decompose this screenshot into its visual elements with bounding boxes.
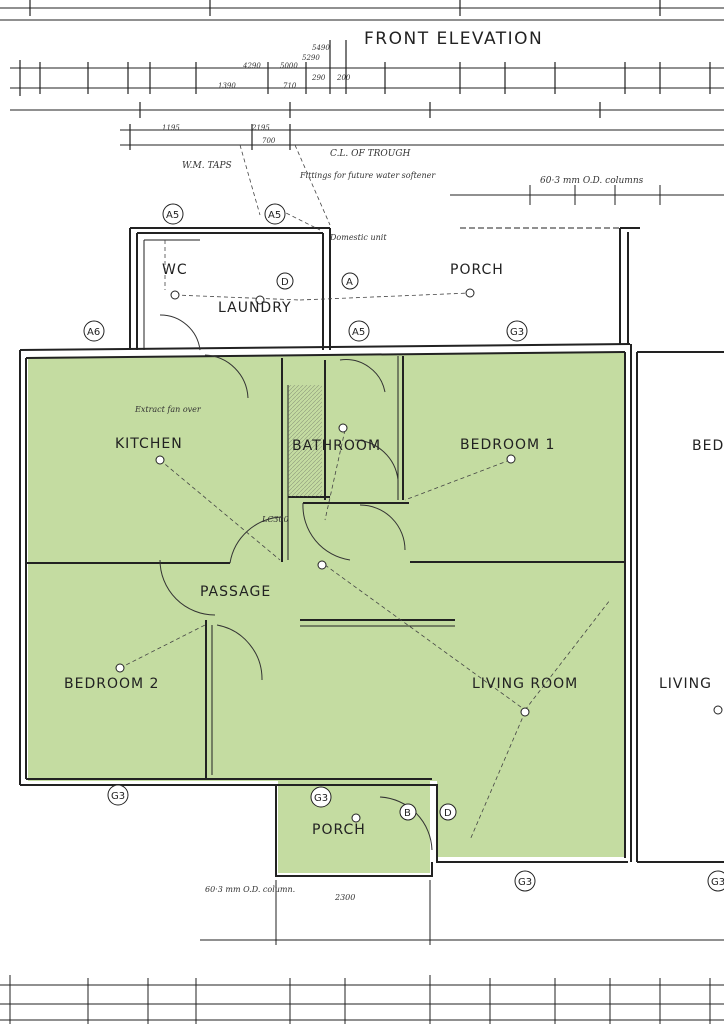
note-wm-taps: W.M. TAPS xyxy=(182,161,232,171)
room-bedroom-2: BEDROOM 2 xyxy=(64,676,159,692)
note-columns: 60·3 mm O.D. columns xyxy=(540,176,644,186)
dim-200: 200 xyxy=(336,74,351,82)
room-passage: PASSAGE xyxy=(200,584,271,600)
tag-g3-2: G3 xyxy=(111,791,125,802)
dim-5490: 5490 xyxy=(312,44,330,52)
note-cl-trough: C.L. OF TROUGH xyxy=(330,149,411,159)
porch-columns xyxy=(200,185,724,945)
dim-290: 290 xyxy=(311,74,326,82)
dim-2195: 2195 xyxy=(251,124,270,132)
room-porch-bottom: PORCH xyxy=(312,822,366,838)
dim-1390: 1390 xyxy=(218,82,236,90)
front-elevation-title: FRONT ELEVATION xyxy=(364,29,543,49)
note-lc300: LC300 xyxy=(261,515,289,524)
note-domestic: Domestic unit xyxy=(329,233,387,242)
tag-g3-3: G3 xyxy=(314,793,328,804)
dim-700: 700 xyxy=(262,137,276,145)
room-bed-right: BED xyxy=(692,438,724,454)
dim-5290: 5290 xyxy=(302,54,320,62)
tag-g3-1: G3 xyxy=(510,327,524,338)
room-bedroom-1: BEDROOM 1 xyxy=(460,437,555,453)
room-kitchen: KITCHEN xyxy=(115,436,183,452)
note-column: 60·3 mm O.D. column. xyxy=(205,885,295,894)
service-lines xyxy=(119,144,611,841)
stair-hatch xyxy=(288,385,322,497)
tag-g3-5: G3 xyxy=(711,877,724,888)
room-laundry: LAUNDRY xyxy=(218,300,292,316)
room-living-right: LIVING xyxy=(659,676,712,692)
room-wc: WC xyxy=(162,262,188,278)
light-points xyxy=(115,288,723,823)
top-dimension-lines xyxy=(0,0,724,150)
tag-markers xyxy=(83,203,724,892)
walls xyxy=(19,227,724,877)
tag-d-porch: D xyxy=(444,808,452,819)
tag-a-laundry: A xyxy=(346,277,353,288)
tag-g3-4: G3 xyxy=(518,877,532,888)
room-bathroom: BATHROOM xyxy=(292,438,381,454)
dim-5000: 5000 xyxy=(280,62,298,70)
top-dimension-values: 5490 5290 5000 4290 290 200 1390 710 119… xyxy=(162,44,351,145)
note-2300: 2300 xyxy=(334,893,355,902)
floor-fill xyxy=(28,352,625,873)
tag-a5-3: A5 xyxy=(352,327,365,338)
room-porch-top: PORCH xyxy=(450,262,504,278)
tag-a5-2: A5 xyxy=(268,210,281,221)
tag-labels: A5 A5 A5 A6 G3 G3 G3 G3 G3 D A B D xyxy=(87,210,724,888)
tag-a5-1: A5 xyxy=(166,210,179,221)
tag-d-laundry: D xyxy=(281,277,289,288)
bottom-dimension-lines xyxy=(0,975,724,1024)
dim-1195: 1195 xyxy=(162,124,180,132)
tag-b-porch: B xyxy=(404,808,411,819)
note-extract: Extract fan over xyxy=(134,405,202,414)
note-fittings: Fittings for future water softener xyxy=(299,171,436,180)
dim-710: 710 xyxy=(283,82,297,90)
tag-a6: A6 xyxy=(87,327,100,338)
room-living: LIVING ROOM xyxy=(472,676,578,692)
dim-4290: 4290 xyxy=(242,62,261,70)
